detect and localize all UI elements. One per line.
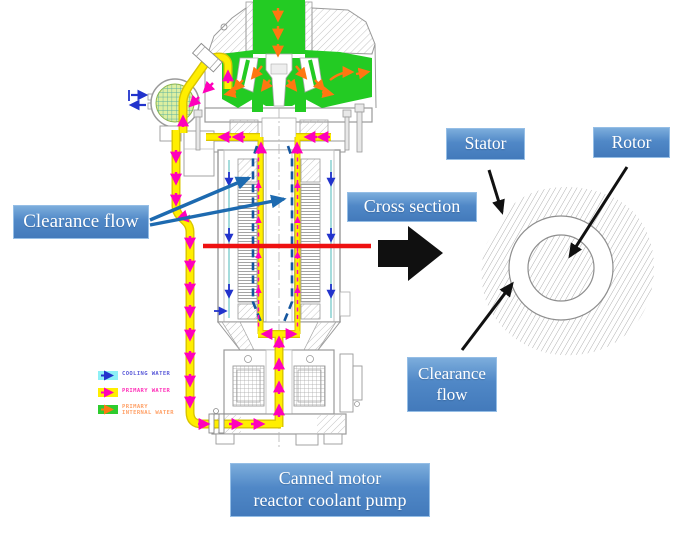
clearance-flow-callout-arrows (149, 176, 287, 227)
cross-section-big-arrow (378, 226, 443, 281)
label-rotor-text: Rotor (611, 131, 652, 152)
primary-water-dashed-lines (255, 150, 301, 330)
label-caption: Canned motor reactor coolant pump (230, 463, 430, 517)
label-clearance-flow-left-text: Clearance flow (23, 211, 139, 233)
label-cross-section-text: Cross section (363, 196, 461, 217)
rotor-pointer-arrow (568, 166, 629, 259)
cooling-water-arrows (128, 89, 149, 111)
label-rotor: Rotor (593, 127, 670, 158)
label-cross-section: Cross section (347, 192, 477, 222)
legend-primary-internal-label-line2: INTERNAL WATER (122, 410, 174, 416)
legend-primary-water-label: PRIMARY WATER (122, 388, 171, 394)
label-caption-line2: reactor coolant pump (253, 490, 407, 510)
label-clearance-flow-right: Clearance flow (407, 357, 497, 412)
label-clearance-flow-right-line1: Clearance (418, 363, 486, 383)
label-clearance-flow-right-line2: flow (436, 384, 468, 404)
rotor-circle (527, 234, 595, 302)
label-clearance-flow-left: Clearance flow (13, 205, 149, 239)
stator-pointer-arrow (487, 169, 505, 215)
cross-section-view (378, 166, 654, 356)
primary-internal-flow-arrows (223, 8, 371, 99)
clearance-pointer-arrow (460, 281, 514, 351)
flow-legend-swatches (98, 370, 118, 415)
label-stator-text: Stator (464, 133, 507, 154)
label-caption-line1: Canned motor (278, 468, 382, 489)
label-stator: Stator (446, 128, 525, 160)
legend-primary-internal-label-line1: PRIMARY (122, 403, 148, 410)
legend-cooling-water-label: COOLING WATER (122, 371, 171, 377)
